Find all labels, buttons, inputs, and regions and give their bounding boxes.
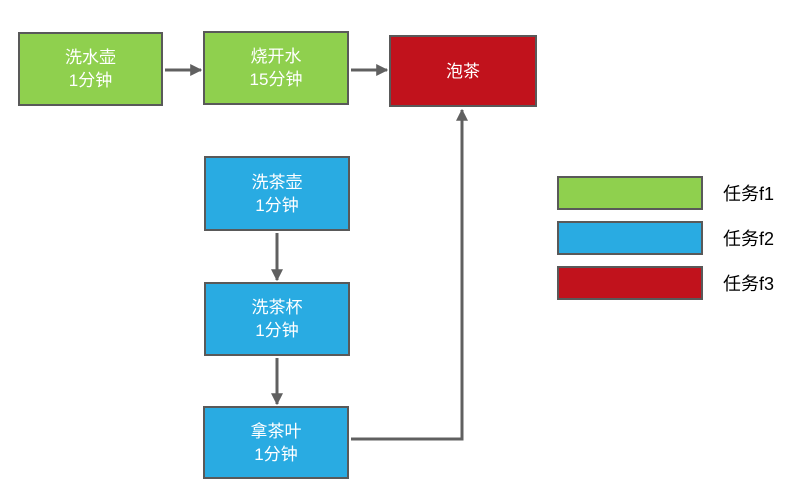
legend-row-f2: 任务f2 — [557, 221, 774, 255]
node-label: 拿茶叶 — [250, 421, 302, 441]
node-duration: 1分钟 — [254, 444, 298, 464]
node-label: 泡茶 — [446, 61, 480, 81]
legend-row-f1: 任务f1 — [557, 176, 774, 210]
legend: 任务f1 任务f2 任务f3 — [557, 176, 774, 311]
node-wash-teapot: 洗茶壶 1分钟 — [204, 156, 350, 231]
node-duration: 1分钟 — [255, 195, 299, 215]
node-label: 烧开水 — [250, 47, 302, 66]
node-duration: 1分钟 — [255, 321, 299, 340]
legend-label-f3: 任务f3 — [723, 274, 775, 294]
legend-label-f1: 任务f1 — [723, 184, 775, 204]
node-label: 洗茶杯 — [251, 298, 303, 317]
node-duration: 1分钟 — [68, 71, 113, 90]
node-wash-kettle: 洗水壶 1分钟 — [18, 32, 163, 106]
edge-get-tea-leaves-to-make-tea — [351, 108, 468, 441]
legend-label-f2: 任务f2 — [723, 229, 775, 249]
legend-swatch-f1 — [557, 176, 703, 210]
legend-swatch-f3 — [557, 266, 703, 300]
node-get-tea-leaves: 拿茶叶 1分钟 — [203, 406, 349, 479]
node-label: 洗水壶 — [65, 48, 116, 67]
node-wash-teacup: 洗茶杯 1分钟 — [204, 282, 350, 356]
node-boil-water: 烧开水 15分钟 — [203, 31, 349, 105]
node-duration: 15分钟 — [249, 70, 303, 89]
node-make-tea: 泡茶 — [389, 35, 537, 107]
node-label: 洗茶壶 — [251, 172, 303, 192]
legend-swatch-f2 — [557, 221, 703, 255]
legend-row-f3: 任务f3 — [557, 266, 774, 300]
